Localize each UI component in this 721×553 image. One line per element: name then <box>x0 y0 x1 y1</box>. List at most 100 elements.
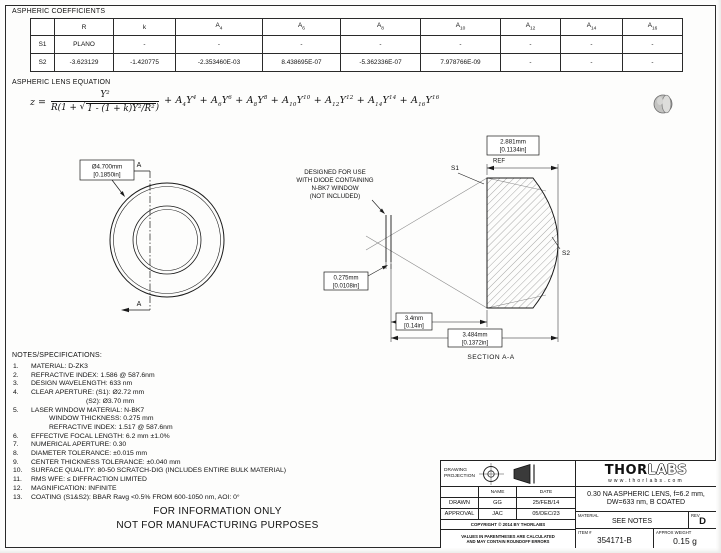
svg-text:WITH DIODE CONTAINING: WITH DIODE CONTAINING <box>296 177 373 184</box>
material-value: SEE NOTES <box>611 518 653 525</box>
svg-text:[0.1372in]: [0.1372in] <box>462 341 489 347</box>
title-block: DRAWING PROJECTION NAME DATE <box>440 460 716 548</box>
note-text: NUMERICAL APERTURE: 0.30 <box>31 441 127 449</box>
svg-text:[0.0108in]: [0.0108in] <box>333 284 360 290</box>
weight-cell: APPROX WEIGHT 0.15 g <box>654 529 716 548</box>
note-item: 1.MATERIAL: D-ZK3 <box>13 363 468 372</box>
note-text: CENTER THICKNESS TOLERANCE: ±0.040 mm <box>31 458 181 466</box>
third-angle-projection-symbol <box>479 462 535 485</box>
surface-s2-label: S2 <box>562 250 570 257</box>
window-gap-dimension: 3.4mm [0.14in] <box>390 264 488 342</box>
note-text: MAGNIFICATION: INFINITE <box>31 484 117 492</box>
note-item: 3.DESIGN WAVELENGTH: 633 nm <box>13 380 468 389</box>
svg-text:[0.14in]: [0.14in] <box>404 324 424 330</box>
svg-text:3.484mm: 3.484mm <box>462 333 487 339</box>
note-item: 10. SURFACE QUALITY: 80-50 SCRATCH-DIG (I… <box>13 467 468 476</box>
rev-label: REV <box>691 513 700 518</box>
note-text: RMS WFE: ≤ DIFFRACTION LIMITED <box>31 476 147 484</box>
coef-value: - <box>560 53 623 72</box>
section-caption: SECTION A-A <box>467 354 514 361</box>
coef-value: 8.438695E-07 <box>262 53 341 72</box>
weight-value: 0.15 g <box>673 535 697 546</box>
diode-window <box>385 215 392 262</box>
diameter-dimension: Ø4.700mm [0.1850in] <box>79 159 135 197</box>
svg-text:N-BK7 WINDOW: N-BK7 WINDOW <box>311 185 358 192</box>
svg-text:(NOT INCLUDED): (NOT INCLUDED) <box>310 193 360 200</box>
info-only-line2: NOT FOR MANUFACTURING PURPOSES <box>116 519 319 531</box>
rev-value: D <box>699 516 706 527</box>
approval-date: 05/DEC/23 <box>532 511 560 517</box>
thickness-dimension: 2.881mm [0.1134in] REF <box>486 135 559 342</box>
coef-header-cell: A8 <box>340 18 421 36</box>
svg-text:DESIGNED FOR USE: DESIGNED FOR USE <box>304 169 366 176</box>
coef-header-cell <box>30 18 55 36</box>
window-note: DESIGNED FOR USE WITH DIODE CONTAINING N… <box>296 169 385 214</box>
coef-value: - <box>420 35 501 54</box>
coef-header-cell: A14 <box>560 18 623 36</box>
item-number-cell: ITEM # 354171-B <box>576 529 654 548</box>
name-header: NAME <box>479 487 517 497</box>
weight-label: APPROX WEIGHT <box>656 530 692 535</box>
surface-label: S2 <box>30 53 55 72</box>
coef-value: PLANO <box>54 35 114 54</box>
coef-header-cell: R <box>54 18 114 36</box>
drawn-label: DRAWN <box>441 498 479 508</box>
lens-outline-circles <box>109 182 225 298</box>
note-text: DESIGN WAVELENGTH: 633 nm <box>31 380 133 388</box>
coef-header-cell: A12 <box>500 18 561 36</box>
note-text: SURFACE QUALITY: 80-50 SCRATCH-DIG (INCL… <box>31 467 287 475</box>
note-item: 9.CENTER THICKNESS TOLERANCE: ±0.040 mm <box>13 459 468 468</box>
radical-sign: √ <box>79 102 86 112</box>
note-number: 6. <box>13 432 19 440</box>
note-number: 7. <box>13 441 19 449</box>
section-cut-line <box>121 168 151 313</box>
drawing-title: 0.30 NA ASPHERIC LENS, f=6.2 mm, DW=633 … <box>576 487 716 512</box>
note-text: (S2): Ø3.70 mm <box>86 397 135 405</box>
aspheric-lens-equation: z = Y² R(1 + √1 - (1 + k)Y²/R²) + A4Y4 +… <box>30 90 439 114</box>
note-number: 11. <box>13 476 22 484</box>
equation-section-label: ASPHERIC LENS EQUATION <box>12 79 111 86</box>
thickness-value: 2.881mm <box>500 139 526 146</box>
note-item: REFRACTIVE INDEX: 1.517 @ 587.6nm <box>13 424 468 433</box>
note-text: WINDOW THICKNESS: 0.275 mm <box>49 415 154 423</box>
note-number: 2. <box>13 371 19 379</box>
note-item: 2.REFRACTIVE INDEX: 1.586 @ 587.6nm <box>13 372 468 381</box>
note-item: WINDOW THICKNESS: 0.275 mm <box>13 415 468 424</box>
projection-cell: DRAWING PROJECTION <box>441 461 575 487</box>
copyright-notice: COPYRIGHT © 2014 BY THORLABS <box>441 520 575 530</box>
svg-text:3.4mm: 3.4mm <box>405 316 423 322</box>
lens-section-view-drawing: S1 S2 2.881mm [0.1134in] REF DESIGNED FO… <box>296 135 570 361</box>
website-url: www.thorlabs.com <box>608 477 684 484</box>
note-text: LASER WINDOW MATERIAL: N-BK7 <box>31 406 145 414</box>
info-only-line1: FOR INFORMATION ONLY <box>153 506 282 517</box>
note-number: 10. <box>13 467 23 475</box>
note-text: MATERIAL: D-ZK3 <box>31 363 88 370</box>
coef-value: - <box>500 53 561 72</box>
material-cell: MATERIAL SEE NOTES <box>576 512 689 528</box>
note-item: 13.COATING (S1&S2): BBAR Ravg <0.5% FROM… <box>13 494 468 503</box>
note-item: 5.LASER WINDOW MATERIAL: N-BK7 <box>13 407 468 416</box>
surface-s1-label: S1 <box>451 165 459 172</box>
ref-label: REF <box>493 159 505 165</box>
window-thickness-dimension: 0.275mm [0.0108in] <box>323 262 392 291</box>
coef-value: -3.623129 <box>54 53 114 72</box>
coef-value: -1.420775 <box>113 53 176 72</box>
note-item: (S2): Ø3.70 mm <box>13 398 468 407</box>
section-letter-bottom: A <box>137 301 142 308</box>
coef-value: - <box>175 35 263 54</box>
date-header: DATE <box>539 489 553 495</box>
note-number: 13. <box>13 493 23 501</box>
note-item: 6.EFFECTIVE FOCAL LENGTH: 6.2 mm ±1.0% <box>13 433 468 442</box>
diameter-value: Ø4.700mm <box>92 164 123 171</box>
revision-cell: REV D <box>689 512 716 528</box>
lens-3d-icon <box>653 94 673 114</box>
note-item: 4.CLEAR APERTURE: (S1): Ø2.72 mm <box>13 389 468 398</box>
tolerance-disclaimer: VALUES IN PARENTHESES ARE CALCULATED AND… <box>461 534 555 544</box>
coef-value: -5.362336E-07 <box>340 53 421 72</box>
